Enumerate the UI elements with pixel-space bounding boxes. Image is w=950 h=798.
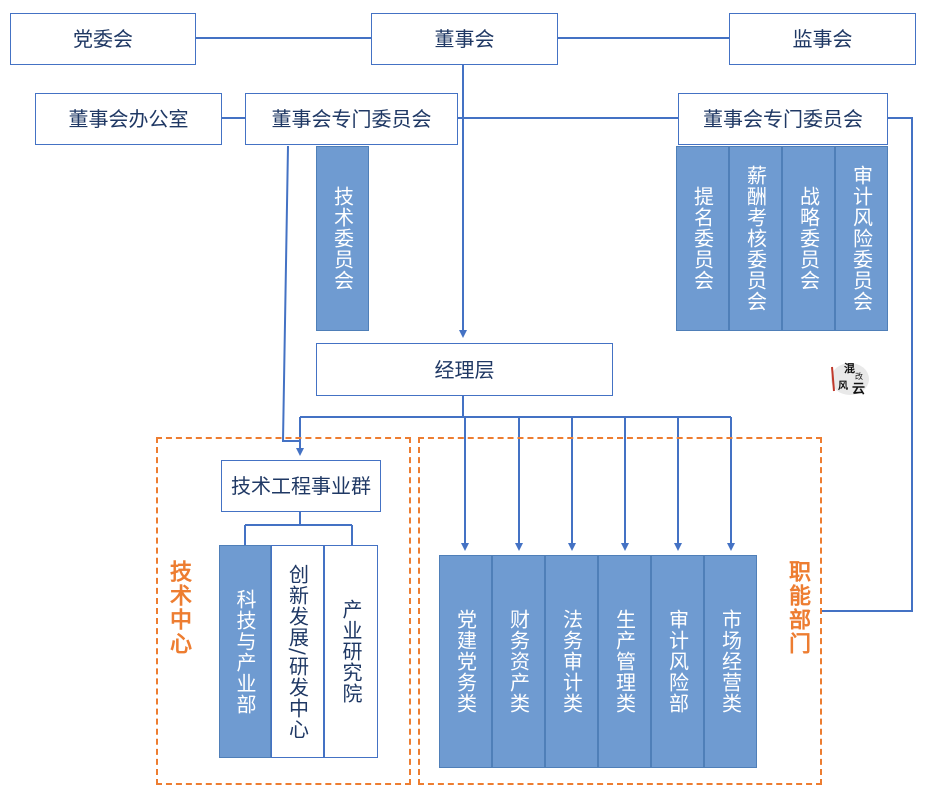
- svg-text:风: 风: [838, 380, 848, 392]
- committee-item: 提名委员会: [676, 146, 729, 331]
- board-office-box: 董事会办公室: [35, 93, 222, 145]
- management-label: 经理层: [434, 357, 495, 382]
- function-dept-item: 党建党务类: [439, 555, 492, 768]
- board-box: 董事会: [371, 13, 558, 65]
- committee-label: 战略委员会: [796, 186, 821, 291]
- function-dept-item: 财务资产类: [492, 555, 545, 768]
- party-committee-label: 党委会: [73, 27, 133, 51]
- svg-text:改: 改: [855, 371, 863, 381]
- supervisors-label: 监事会: [792, 27, 853, 51]
- committee-label: 审计风险委员会: [849, 165, 874, 312]
- tech-unit-label: 产业研究院: [339, 599, 363, 704]
- tech-unit-item: 科技与产业部: [219, 545, 271, 758]
- svg-text:云: 云: [852, 382, 865, 397]
- function-dept-label: 财务资产类: [506, 609, 531, 714]
- tech-center-label: 技术中心: [166, 560, 191, 656]
- tech-unit-label: 科技与产业部: [233, 588, 257, 715]
- board-office-label: 董事会办公室: [68, 107, 189, 131]
- function-dept-item: 生产管理类: [598, 555, 651, 768]
- tech-engineering-group-label: 技术工程事业群: [231, 474, 371, 498]
- tech-center-region: [156, 437, 411, 785]
- function-dept-item: 市场经营类: [704, 555, 757, 768]
- tech-committee-label: 技术委员会: [330, 186, 355, 291]
- committee-item: 薪酬考核委员会: [729, 146, 782, 331]
- function-dept-label: 法务审计类: [559, 609, 584, 714]
- tech-unit-label: 创新发展/研发中心: [285, 563, 310, 740]
- function-dept-item: 审计风险部: [651, 555, 704, 768]
- board-committee-left-box: 董事会专门委员会: [245, 93, 458, 145]
- tech-committee-box: 技术委员会: [316, 146, 369, 331]
- board-committee-left-label: 董事会专门委员会: [271, 107, 432, 131]
- function-dept-item: 法务审计类: [545, 555, 598, 768]
- tech-unit-item: 产业研究院: [324, 545, 378, 758]
- management-box: 经理层: [316, 343, 613, 396]
- svg-text:混: 混: [844, 361, 855, 375]
- committee-item: 审计风险委员会: [835, 146, 888, 331]
- party-committee-box: 党委会: [10, 13, 196, 65]
- supervisors-box: 监事会: [729, 13, 916, 65]
- tech-engineering-group-box: 技术工程事业群: [221, 460, 381, 512]
- function-dept-label: 党建党务类: [453, 609, 478, 714]
- function-dept-label: 审计风险部: [665, 609, 690, 714]
- committee-item: 战略委员会: [782, 146, 835, 331]
- function-dept-label: 市场经营类: [718, 609, 743, 714]
- function-dept-label: 生产管理类: [612, 609, 637, 714]
- functional-dept-region: [418, 437, 822, 785]
- mixed-reform-logo-icon: 混 改 风 云: [831, 361, 869, 397]
- committee-label: 薪酬考核委员会: [743, 165, 768, 312]
- board-committee-right-label: 董事会专门委员会: [703, 107, 863, 131]
- functional-dept-label: 职能部门: [785, 560, 810, 656]
- committee-label: 提名委员会: [690, 186, 715, 291]
- board-committee-right-box: 董事会专门委员会: [678, 93, 888, 145]
- tech-unit-item: 创新发展/研发中心: [271, 545, 324, 758]
- board-label: 董事会: [434, 27, 495, 51]
